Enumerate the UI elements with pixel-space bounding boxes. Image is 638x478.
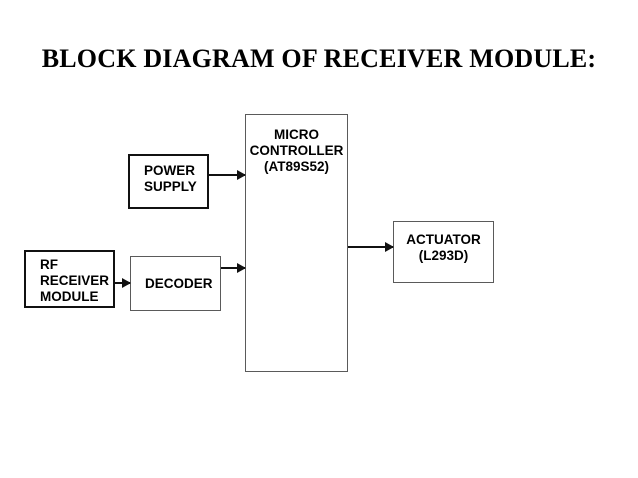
block-rf-receiver-module-label: RF RECEIVER MODULE <box>40 257 110 304</box>
block-actuator-label: ACTUATOR (L293D) <box>406 232 481 263</box>
block-power-supply[interactable]: POWER SUPPLY <box>128 154 209 209</box>
block-actuator[interactable]: ACTUATOR (L293D) <box>393 221 494 283</box>
arrow-decoder-to-microcontroller <box>221 267 245 269</box>
block-decoder[interactable]: DECODER <box>130 256 221 311</box>
block-microcontroller[interactable]: MICRO CONTROLLER (AT89S52) <box>245 114 348 372</box>
block-decoder-label: DECODER <box>145 275 213 291</box>
arrow-power-supply-to-microcontroller <box>209 174 245 176</box>
block-power-supply-label: POWER SUPPLY <box>144 163 197 194</box>
arrow-rf-receiver-module-to-decoder <box>115 282 130 284</box>
block-rf-receiver-module[interactable]: RF RECEIVER MODULE <box>24 250 115 308</box>
page-title: BLOCK DIAGRAM OF RECEIVER MODULE: <box>41 44 597 73</box>
block-microcontroller-label: MICRO CONTROLLER (AT89S52) <box>249 127 344 174</box>
arrow-microcontroller-to-actuator <box>348 246 393 248</box>
